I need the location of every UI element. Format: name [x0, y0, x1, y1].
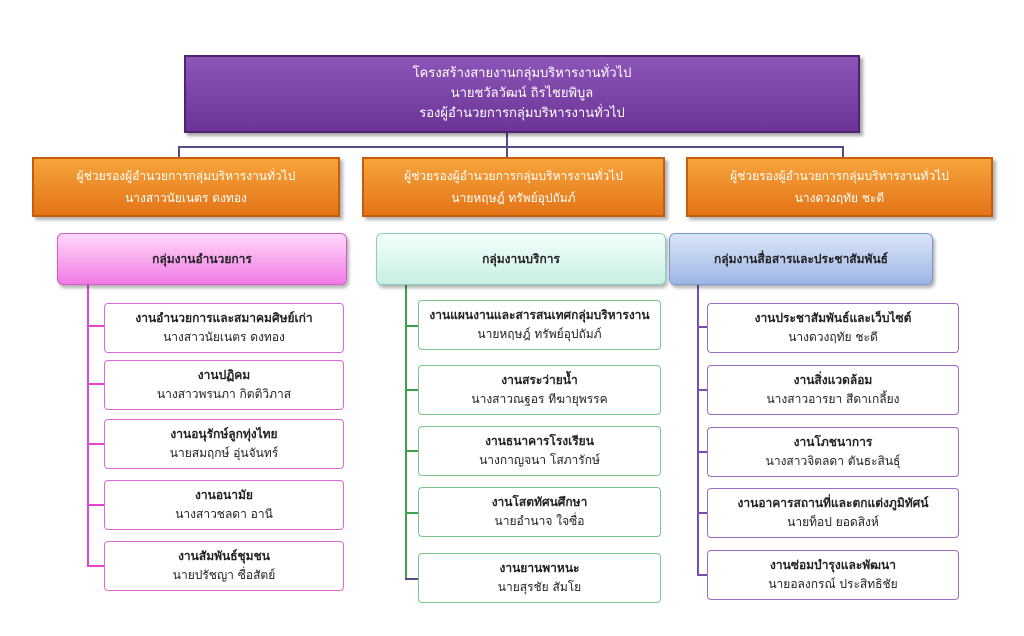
assistant-box-1: ผู้ช่วยรองผู้อำนวยการกลุ่มบริหารงานทั่วไ… [32, 157, 340, 217]
branch-tick-2-2 [405, 389, 418, 391]
task-box: งานสัมพันธ์ชุมชน นายปรัชญา ซื่อสัตย์ [104, 541, 344, 591]
group-header-administration: กลุ่มงานอำนวยการ [57, 233, 347, 285]
branch-tick-1-5 [87, 565, 104, 567]
task-person: นายหฤษฎ์ ทรัพย์อุปถัมภ์ [477, 327, 602, 341]
assistant-name: นางดวงฤทัย ชะดี [794, 191, 885, 205]
task-box: งานธนาคารโรงเรียน นางกาญจนา โสภารักษ์ [418, 426, 661, 476]
task-box: งานสิ่งแวดล้อม นางสาวอารยา สีดาเกลี้ยง [707, 365, 959, 415]
task-person: นายสุรชัย สัมโย [497, 580, 582, 594]
task-person: นางสาวชลดา อานี [175, 507, 273, 521]
task-person: นางสาวจิตลดา ตันธะสินธุ์ [765, 454, 901, 468]
branch-tick-2-5 [405, 578, 418, 580]
task-title: งานโภชนาการ [793, 435, 873, 449]
task-box: งานแผนงานและสารสนเทศกลุ่มบริหารงาน นายหฤ… [418, 300, 661, 350]
task-person: นางสาวอารยา สีดาเกลี้ยง [766, 392, 900, 406]
task-person: นางสาวณฐอร ทีฆายุพรรค [471, 392, 608, 406]
task-person: นายปรัชญา ซื่อสัตย์ [172, 568, 276, 582]
group-name: กลุ่มงานอำนวยการ [152, 251, 252, 266]
task-title: งานยานพาหนะ [499, 561, 580, 575]
connector-middle-drop [506, 146, 508, 157]
task-box: งานปฏิคม นางสาวพรนภา กิตติวิภาส [104, 360, 344, 410]
task-title: งานประชาสัมพันธ์และเว็บไซต์ [754, 311, 912, 325]
task-box: งานสระว่ายน้ำ นางสาวณฐอร ทีฆายุพรรค [418, 365, 661, 415]
task-title: งานโสตทัศนศึกษา [491, 495, 588, 509]
group-name: กลุ่มงานสื่อสารและประชาสัมพันธ์ [714, 251, 888, 266]
task-title: งานสัมพันธ์ชุมชน [178, 549, 270, 563]
task-person: นางกาญจนา โสภารักษ์ [479, 453, 600, 467]
task-title: งานธนาคารโรงเรียน [485, 434, 594, 448]
task-person: นายสมฤกษ์ อุ่นจันทร์ [169, 446, 279, 460]
assistant-box-3: ผู้ช่วยรองผู้อำนวยการกลุ่มบริหารงานทั่วไ… [686, 157, 993, 217]
task-box: งานประชาสัมพันธ์และเว็บไซต์ นางดวงฤทัย ช… [707, 303, 959, 353]
task-box: งานอำนวยการและสมาคมศิษย์เก่า นางสาวนัยเน… [104, 303, 344, 353]
director-position: รองผู้อำนวยการกลุ่มบริหารงานทั่วไป [419, 106, 625, 121]
branch-tick-1-3 [87, 443, 104, 445]
director-name: นายชวัลวัฒน์ ถิรไชยพิบูล [450, 86, 594, 101]
task-box: งานซ่อมบำรุงและพัฒนา นายอลงกรณ์ ประสิทธิ… [707, 550, 959, 600]
assistant-title: ผู้ช่วยรองผู้อำนวยการกลุ่มบริหารงานทั่วไ… [404, 169, 623, 183]
task-title: งานอนามัย [195, 488, 253, 502]
branch-tick-3-3 [697, 451, 707, 453]
task-title: งานอาคารสถานที่และตกแต่งภูมิทัศน์ [737, 496, 929, 510]
group-name: กลุ่มงานบริการ [482, 251, 560, 266]
task-box: งานโภชนาการ นางสาวจิตลดา ตันธะสินธุ์ [707, 427, 959, 477]
branch-tick-1-2 [87, 383, 104, 385]
task-title: งานสิ่งแวดล้อม [793, 373, 873, 387]
branch-tick-3-1 [697, 326, 707, 328]
task-person: นางสาวพรนภา กิตติวิภาส [156, 387, 292, 401]
task-person: นายอลงกรณ์ ประสิทธิชัย [768, 577, 898, 591]
branch-line-1 [87, 285, 89, 566]
assistant-box-2: ผู้ช่วยรองผู้อำนวยการกลุ่มบริหารงานทั่วไ… [362, 157, 665, 217]
task-title: งานแผนงานและสารสนเทศกลุ่มบริหารงาน [429, 308, 650, 322]
group-header-services: กลุ่มงานบริการ [376, 233, 666, 285]
task-person: นางดวงฤทัย ชะดี [788, 330, 878, 344]
branch-tick-1-4 [87, 504, 104, 506]
branch-tick-3-2 [697, 389, 707, 391]
connector-top-vertical [506, 133, 508, 147]
task-box: งานโสตทัศนศึกษา นายอำนาจ ใจซื่อ [418, 487, 661, 537]
task-box: งานอนามัย นางสาวชลดา อานี [104, 480, 344, 530]
assistant-name: นางสาวนัยเนตร ดงทอง [125, 191, 247, 205]
connector-horizontal [178, 146, 842, 148]
task-box: งานอาคารสถานที่และตกแต่งภูมิทัศน์ นายท็อ… [707, 488, 959, 538]
assistant-name: นายหฤษฎ์ ทรัพย์อุปถัมภ์ [451, 191, 576, 205]
task-title: งานอำนวยการและสมาคมศิษย์เก่า [135, 311, 313, 325]
task-title: งานอนุรักษ์ลูกทุ่งไทย [170, 427, 278, 441]
branch-tick-3-5 [697, 574, 707, 576]
task-person: นางสาวนัยเนตร ดงทอง [163, 330, 285, 344]
task-box: งานยานพาหนะ นายสุรชัย สัมโย [418, 553, 661, 603]
connector-right-drop [842, 146, 844, 157]
chart-title: โครงสร้างสายงานกลุ่มบริหารงานทั่วไป [412, 66, 632, 81]
branch-tick-2-1 [405, 325, 418, 327]
task-title: งานซ่อมบำรุงและพัฒนา [770, 558, 896, 572]
assistant-title: ผู้ช่วยรองผู้อำนวยการกลุ่มบริหารงานทั่วไ… [730, 169, 949, 183]
branch-line-2 [405, 285, 407, 580]
assistant-title: ผู้ช่วยรองผู้อำนวยการกลุ่มบริหารงานทั่วไ… [76, 169, 296, 183]
top-director-box: โครงสร้างสายงานกลุ่มบริหารงานทั่วไป นายช… [184, 55, 860, 133]
group-header-communications: กลุ่มงานสื่อสารและประชาสัมพันธ์ [669, 233, 933, 285]
branch-tick-1-1 [87, 325, 104, 327]
branch-line-3 [697, 285, 699, 576]
task-box: งานอนุรักษ์ลูกทุ่งไทย นายสมฤกษ์ อุ่นจันท… [104, 419, 344, 469]
branch-tick-2-4 [405, 512, 418, 514]
task-person: นายอำนาจ ใจซื่อ [494, 514, 585, 528]
task-person: นายท็อป ยอดสิงห์ [787, 515, 879, 529]
task-title: งานสระว่ายน้ำ [501, 373, 578, 387]
connector-left-drop [178, 146, 180, 157]
task-title: งานปฏิคม [197, 368, 251, 382]
branch-tick-3-4 [697, 512, 707, 514]
branch-tick-2-3 [405, 450, 418, 452]
